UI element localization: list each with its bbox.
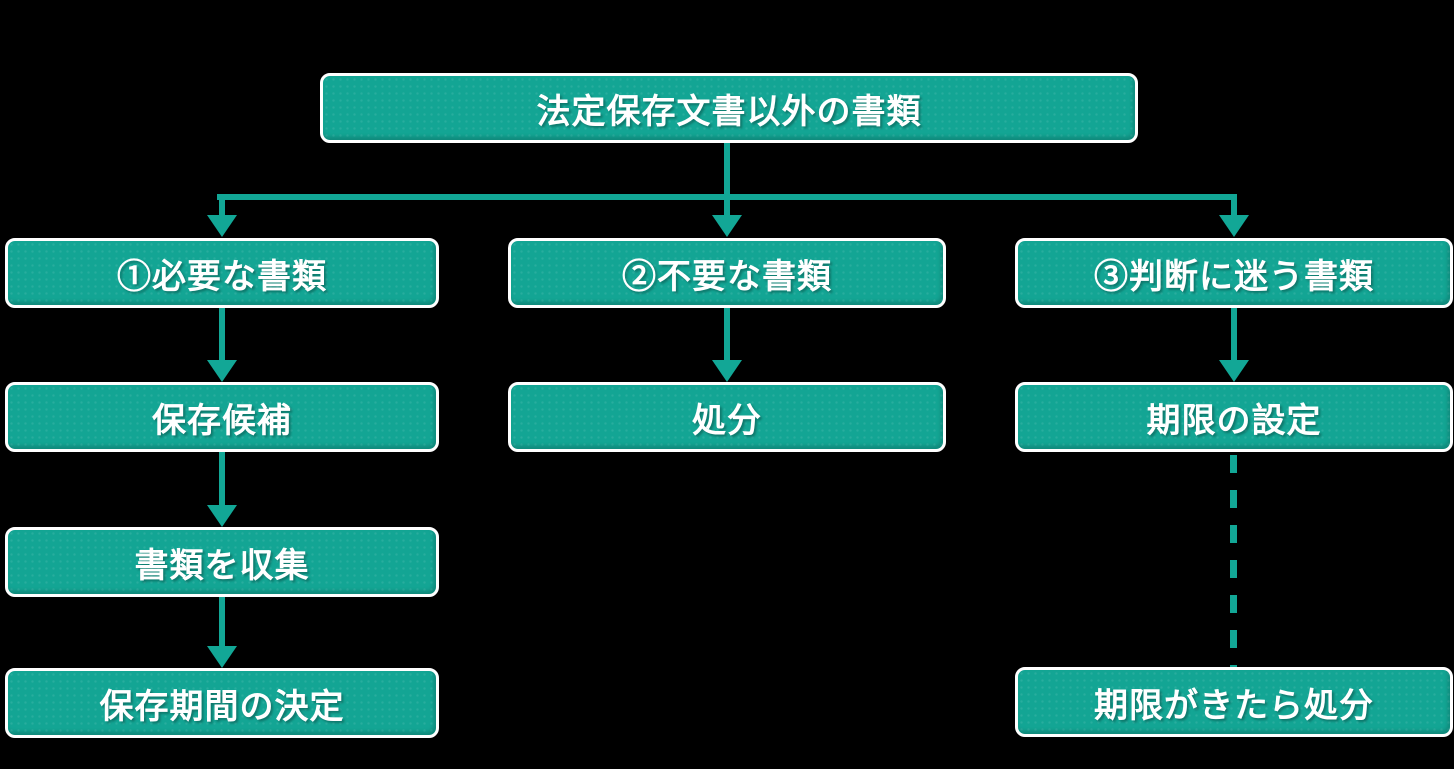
connector-root-trunk [724, 141, 730, 219]
arrowhead-col3-arrow1-icon [1219, 360, 1249, 382]
connector-col1-arrow1 [219, 306, 225, 364]
node-dispose: 処分 [508, 382, 946, 452]
node-save-candidate: 保存候補 [5, 382, 439, 452]
arrowhead-branch3-icon [1219, 215, 1249, 237]
connector-col1-arrow2 [219, 450, 225, 508]
connector-branch-horizontal [217, 194, 1237, 200]
arrowhead-col1-arrow3-icon [207, 646, 237, 668]
connector-col3-arrow1 [1231, 306, 1237, 364]
connector-col3-dashed-line [1230, 455, 1237, 667]
node-root: 法定保存文書以外の書類 [320, 73, 1138, 143]
node-unnecessary-docs: ②不要な書類 [508, 238, 946, 308]
arrowhead-col1-arrow1-icon [207, 360, 237, 382]
connector-col1-arrow3 [219, 595, 225, 650]
node-set-deadline: 期限の設定 [1015, 382, 1453, 452]
node-dispose-at-deadline: 期限がきたら処分 [1015, 667, 1453, 737]
arrowhead-branch1-icon [207, 215, 237, 237]
connector-branch3-drop [1231, 194, 1237, 219]
node-undecided-docs: ③判断に迷う書類 [1015, 238, 1453, 308]
node-necessary-docs: ①必要な書類 [5, 238, 439, 308]
arrowhead-branch2-icon [712, 215, 742, 237]
arrowhead-col2-arrow1-icon [712, 360, 742, 382]
arrowhead-col1-arrow2-icon [207, 505, 237, 527]
connector-col2-arrow1 [724, 306, 730, 364]
connector-branch1-drop [219, 194, 225, 219]
node-collect-docs: 書類を収集 [5, 527, 439, 597]
node-decide-period: 保存期間の決定 [5, 668, 439, 738]
